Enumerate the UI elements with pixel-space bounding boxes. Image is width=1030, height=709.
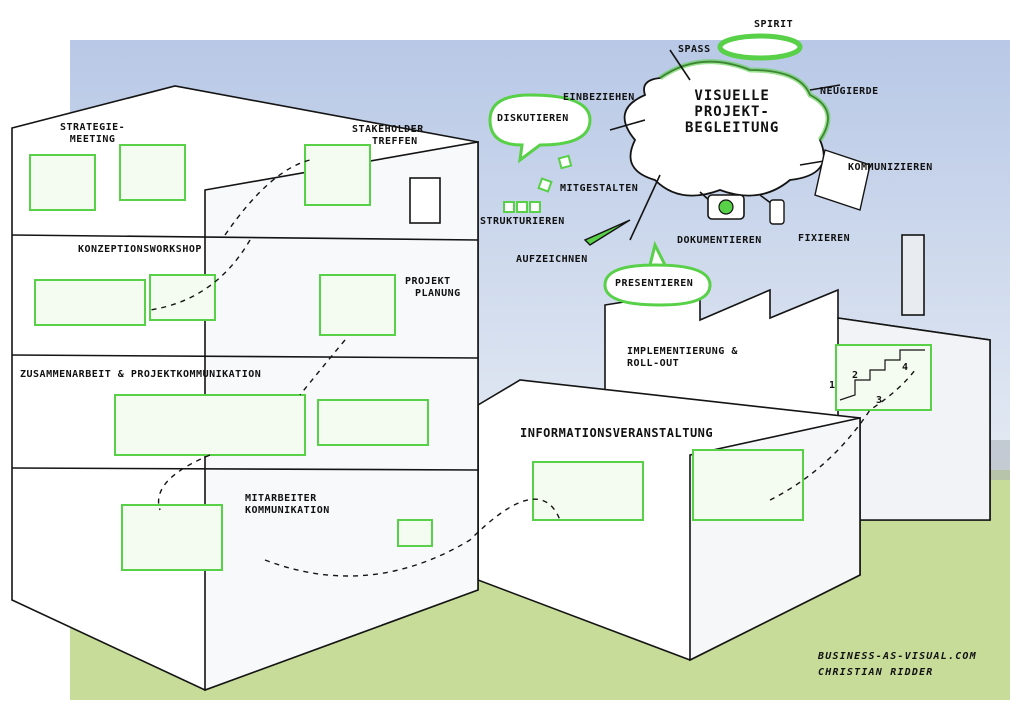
journey-path	[149, 159, 916, 577]
projekt-line-1: PROJEKT	[405, 276, 451, 287]
label-mitgestalten: MITGESTALTEN	[560, 183, 639, 194]
label-konzeptionsworkshop: KONZEPTIONSWORKSHOP	[78, 244, 202, 255]
cloud-title-line-1: VISUELLE	[694, 88, 770, 104]
label-strukturieren: STRUKTURIEREN	[480, 216, 565, 227]
label-spirit: SPIRIT	[754, 19, 794, 30]
step-4: 4	[902, 362, 909, 373]
label-zusammenarbeit: ZUSAMMENARBEIT & PROJEKTKOMMUNIKATION	[20, 369, 262, 380]
cloud-title: VISUELLE PROJEKT- BEGLEITUNG	[685, 88, 779, 136]
label-dokumentieren: DOKUMENTIEREN	[677, 235, 762, 246]
label-diskutieren: DISKUTIEREN	[497, 113, 569, 124]
speech-bubble-presentieren	[603, 240, 712, 307]
pen-icon	[583, 219, 631, 246]
strategie-line-1: STRATEGIE-	[60, 122, 126, 133]
step-3: 3	[876, 395, 883, 406]
label-informationsveranstaltung: INFORMATIONSVERANSTALTUNG	[520, 426, 714, 440]
info-building	[477, 379, 861, 662]
label-strategie-meeting: STRATEGIE- MEETING	[60, 122, 125, 145]
label-presentieren: PRESENTIEREN	[615, 278, 694, 289]
stakeholder-line-2: TREFFEN	[372, 135, 418, 147]
credit-website: BUSINESS-AS-VISUAL.COM	[818, 651, 977, 662]
implementierung-line-2: ROLL-OUT	[627, 357, 680, 369]
label-projekt-planung: PROJEKT PLANUNG	[405, 276, 461, 299]
projekt-line-2: PLANUNG	[415, 287, 461, 299]
stakeholder-line-1: STAKEHOLDER	[352, 124, 424, 135]
mitarbeiter-line-2: KOMMUNIKATION	[245, 504, 330, 516]
step-1: 1	[829, 380, 836, 391]
label-fixieren: FIXIEREN	[798, 233, 851, 244]
sticky-notes-strukturieren	[503, 154, 573, 213]
credit-author: CHRISTIAN RIDDER	[818, 667, 934, 678]
label-aufzeichnen: AUFZEICHNEN	[516, 254, 588, 265]
label-implementierung: IMPLEMENTIERUNG & ROLL-OUT	[627, 346, 738, 369]
left-building	[11, 85, 479, 692]
label-mitarbeiter-kommunikation: MITARBEITER KOMMUNIKATION	[245, 493, 330, 516]
mitarbeiter-line-1: MITARBEITER	[245, 493, 317, 504]
speech-bubble-diskutieren	[488, 93, 592, 164]
label-spass: SPASS	[678, 44, 711, 55]
strategie-line-2: MEETING	[69, 133, 116, 145]
label-neugierde: NEUGIERDE	[820, 86, 879, 97]
label-einbeziehen: EINBEZIEHEN	[563, 92, 635, 103]
cloud-title-line-3: BEGLEITUNG	[685, 120, 780, 137]
cloud-title-line-2: PROJEKT-	[694, 104, 770, 121]
step-2: 2	[852, 370, 859, 381]
label-kommunizieren: KOMMUNIZIEREN	[848, 162, 933, 173]
implementierung-line-1: IMPLEMENTIERUNG &	[627, 346, 738, 357]
cloud-figure	[609, 33, 871, 241]
label-stakeholder-treffen: STAKEHOLDER TREFFEN	[352, 124, 424, 147]
